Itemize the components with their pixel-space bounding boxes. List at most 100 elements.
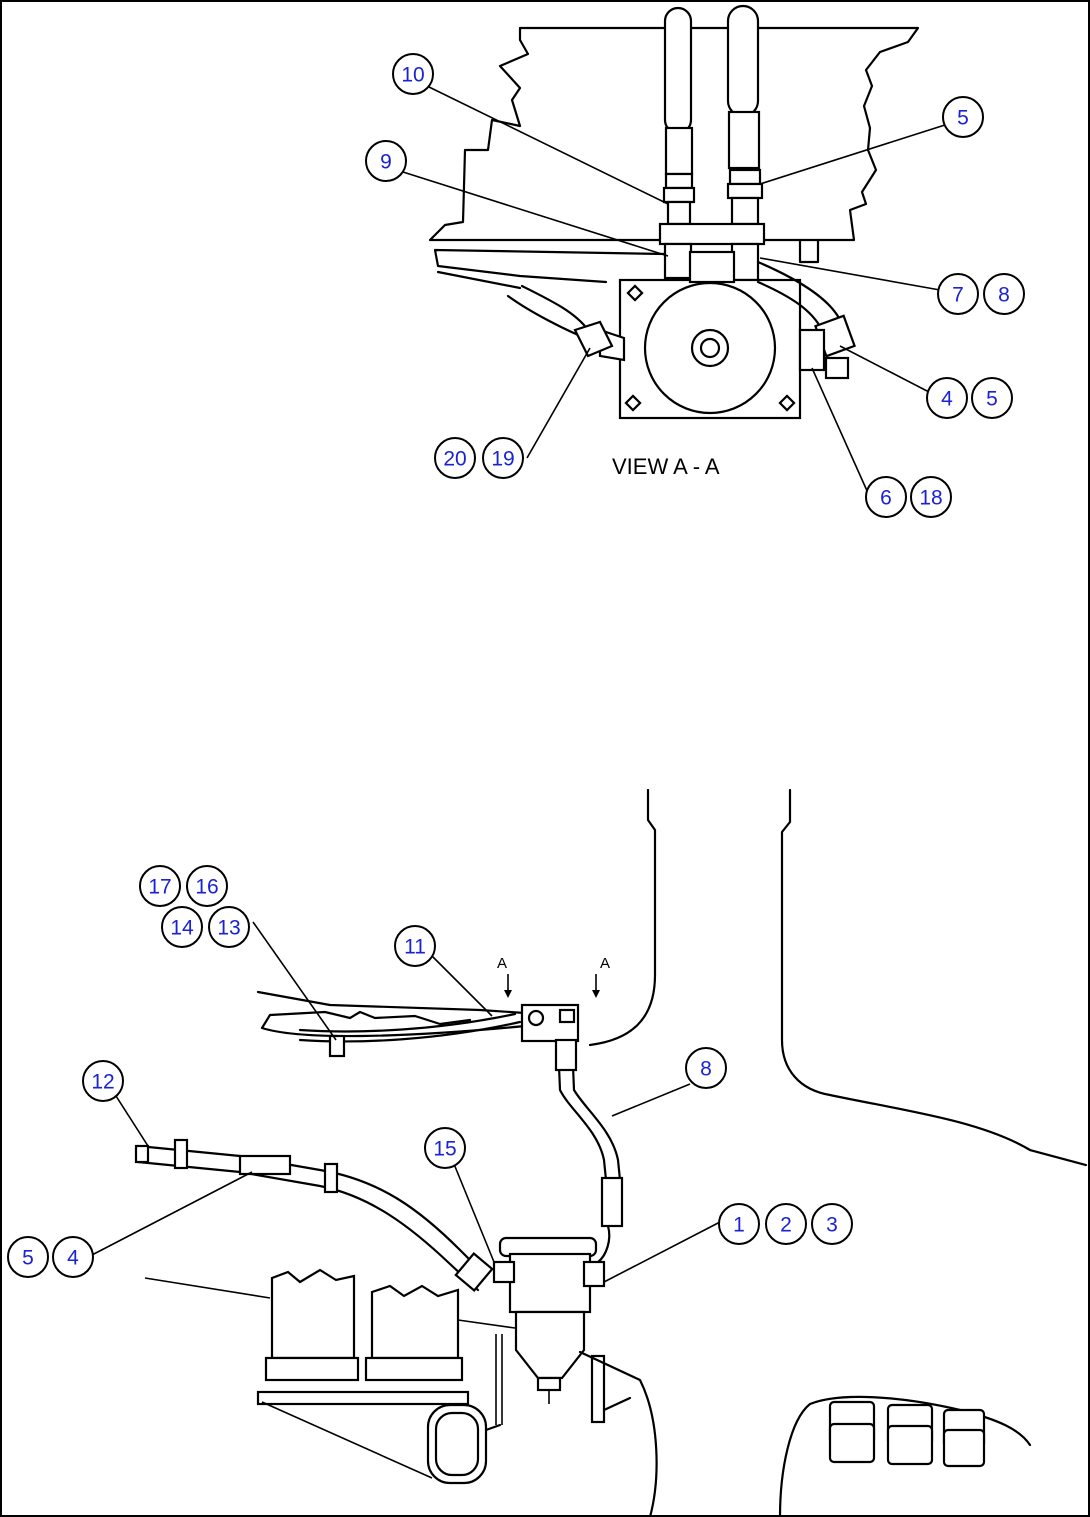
callout-circle <box>208 906 250 948</box>
battery-2-band <box>364 1356 464 1382</box>
clamp-12b <box>323 1162 339 1194</box>
callout-bottom-14: 14 <box>161 906 203 948</box>
fitting-bracket-right <box>798 328 826 372</box>
lower-frame <box>578 1350 1032 1517</box>
pump-top-boss <box>688 250 736 284</box>
junction-fitting <box>558 1008 576 1024</box>
callout-top-18: 18 <box>910 476 952 518</box>
ferrule-right <box>727 110 761 170</box>
callout-top-4: 4 <box>926 377 968 419</box>
edge-line-3 <box>261 1401 433 1479</box>
edge-line-1 <box>144 1277 271 1299</box>
callout-circle <box>765 1203 807 1245</box>
callout-bottom-12: 12 <box>82 1060 124 1102</box>
callout-label: 20 <box>443 448 466 471</box>
nut-left-2 <box>662 186 696 204</box>
callout-label: 19 <box>491 448 514 471</box>
callout-circle <box>365 140 407 182</box>
hose-right <box>726 4 760 118</box>
hose-8-top-fitting <box>554 1038 578 1072</box>
callout-label: 18 <box>919 487 942 510</box>
callout-label: 16 <box>195 876 218 899</box>
hose-left-outlet <box>433 248 667 342</box>
callout-bottom-3: 3 <box>811 1203 853 1245</box>
filter-port-right <box>582 1260 606 1288</box>
callout-circle <box>52 1236 94 1278</box>
section-marks: A A <box>497 955 610 998</box>
callout-bottom-2: 2 <box>765 1203 807 1245</box>
mount-bracket <box>590 1354 606 1424</box>
installation-view: A A <box>89 788 1088 1517</box>
callout-bottom-13: 13 <box>208 906 250 948</box>
callout-circle <box>983 273 1025 315</box>
callout-top-5: 5 <box>942 96 984 138</box>
mount-plate <box>658 222 766 246</box>
fitting-cap-right <box>824 356 850 380</box>
callout-circle <box>718 1203 760 1245</box>
mount-bracket-arm <box>602 1396 632 1412</box>
callout-label: 5 <box>22 1247 34 1270</box>
nut-left-1 <box>664 172 694 190</box>
callout-top-20: 20 <box>434 437 476 479</box>
callout-label: 6 <box>880 487 892 510</box>
callout-label: 2 <box>780 1214 792 1237</box>
fitting-4-5 <box>238 1154 292 1176</box>
line-12-fitting <box>454 1252 494 1292</box>
bolt-br <box>778 394 796 412</box>
callout-circle <box>186 865 228 907</box>
nut-right-1 <box>728 168 762 186</box>
callout-top-19: 19 <box>482 437 524 479</box>
callout-top-5: 5 <box>971 377 1013 419</box>
callout-label: 4 <box>67 1247 79 1270</box>
callout-circle <box>424 1127 466 1169</box>
callout-label: 11 <box>404 936 426 959</box>
callout-label: 5 <box>957 107 969 130</box>
callout-label: 17 <box>148 876 171 899</box>
callout-circle <box>392 53 434 95</box>
view-label: VIEW A - A <box>612 454 720 479</box>
callout-label: 8 <box>700 1058 712 1081</box>
battery-tray <box>256 1390 470 1406</box>
frame-slot-1b <box>828 1422 876 1464</box>
frame-outline <box>428 26 920 242</box>
view-a-a: VIEW A - A <box>402 4 949 494</box>
callout-circle <box>926 377 968 419</box>
callout-circle <box>139 865 181 907</box>
callout-top-6: 6 <box>865 476 907 518</box>
hose-end-left <box>573 320 614 358</box>
battery-cap-inner <box>434 1411 480 1477</box>
ferrule-left <box>664 126 694 176</box>
callout-circle <box>865 476 907 518</box>
callout-circle <box>161 906 203 948</box>
callout-bottom-1: 1 <box>718 1203 760 1245</box>
line-12-end <box>134 1144 150 1164</box>
bolt-bl <box>624 394 642 412</box>
callout-circle <box>434 437 476 479</box>
callout-circle <box>394 925 436 967</box>
battery-2 <box>370 1284 460 1360</box>
frame-rail <box>588 788 1088 1167</box>
clamp-13 <box>328 1034 346 1058</box>
callout-label: 14 <box>170 917 194 940</box>
callout-top-9: 9 <box>365 140 407 182</box>
junction-port <box>527 1009 545 1027</box>
section-mark-right: A <box>600 955 610 972</box>
battery-1 <box>270 1268 356 1360</box>
hose-left <box>663 6 693 135</box>
callout-label: 7 <box>952 284 964 307</box>
filter-drain <box>536 1376 562 1392</box>
callout-label: 15 <box>433 1138 456 1161</box>
callout-label: 5 <box>986 388 998 411</box>
callout-label: 4 <box>941 388 953 411</box>
frame-slot-3b <box>942 1428 986 1468</box>
callout-circle <box>82 1060 124 1102</box>
filter-bowl <box>514 1310 586 1380</box>
elbow-right <box>730 242 760 282</box>
line-12 <box>136 1144 488 1292</box>
pump-shaft <box>699 337 721 359</box>
callout-top-7: 7 <box>937 273 979 315</box>
clamp-12a <box>173 1138 189 1170</box>
